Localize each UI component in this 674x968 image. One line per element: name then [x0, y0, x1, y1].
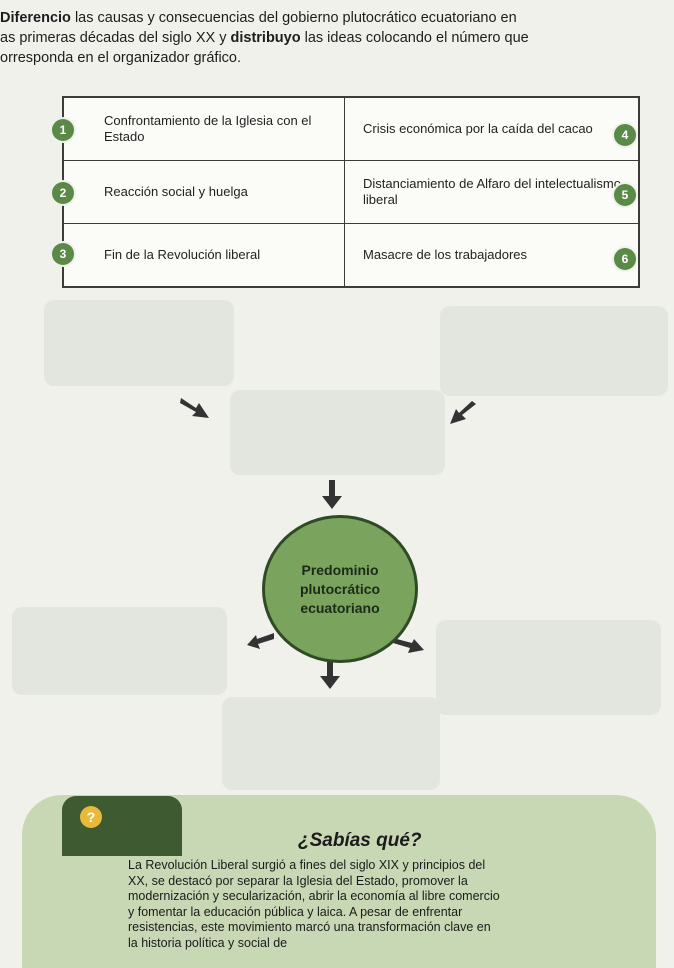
answer-box-mid-left[interactable] [12, 607, 227, 695]
answer-box-top-right[interactable] [440, 306, 668, 396]
arrow-down-lower-icon [320, 660, 340, 689]
arrow-left-icon [247, 633, 274, 649]
central-concept-line-3: ecuatoriano [300, 599, 380, 616]
option-2-text: Reacción social y huelga [62, 160, 345, 224]
option-5-text: Distanciamiento de Alfaro del intelectua… [344, 160, 640, 224]
option-3-number: 3 [52, 243, 74, 265]
answer-box-mid-right[interactable] [436, 620, 661, 715]
option-6-text: Masacre de los trabajadores [344, 223, 640, 288]
option-2-number: 2 [52, 182, 74, 204]
arrow-down-left-icon [450, 401, 476, 424]
did-you-know-line-5: resistencias, este movimiento marcó una … [128, 920, 491, 935]
option-4-text: Crisis económica por la caída del cacao [344, 96, 640, 161]
did-you-know-title: ¿Sabías qué? [298, 830, 422, 851]
options-table: Confrontamiento de la Iglesia con el Est… [62, 96, 640, 288]
answer-box-top-center[interactable] [230, 390, 445, 475]
central-concept: Predominio plutocrático ecuatoriano [262, 515, 418, 663]
arrow-right-icon [393, 638, 424, 653]
did-you-know-text: La Revolución Liberal surgió a fines del… [128, 858, 598, 952]
did-you-know-line-4: y fomentar la educación pública y laica.… [128, 904, 463, 919]
did-you-know-tab [62, 796, 182, 856]
did-you-know-line-6: la historia política y social de [128, 935, 288, 950]
instruction-text-2b: las ideas colocando el número que [300, 30, 529, 46]
did-you-know-line-1: La Revolución Liberal surgió a fines del… [128, 858, 486, 872]
instructions: Diferencio las causas y consecuencias de… [0, 8, 674, 68]
arrow-down-right-icon [180, 398, 209, 418]
answer-box-top-left[interactable] [44, 300, 234, 386]
answer-box-bottom[interactable] [222, 697, 440, 790]
central-concept-line-2: plutocrático [299, 580, 381, 597]
option-3-text: Fin de la Revolución liberal [62, 223, 345, 288]
instruction-verb-1: Diferencio [0, 10, 71, 26]
option-1-text: Confrontamiento de la Iglesia con el Est… [62, 96, 345, 161]
question-mark-icon: ? [80, 806, 102, 828]
instruction-verb-2: distribuyo [230, 30, 301, 46]
did-you-know-line-2: XX, se destacó por separar la Iglesia de… [128, 873, 468, 888]
option-6-number: 6 [614, 248, 636, 270]
central-concept-line-1: Predominio [301, 561, 379, 578]
instruction-text-1: las causas y consecuencias del gobierno … [70, 10, 517, 26]
instruction-text-2a: as primeras décadas del siglo XX y [0, 30, 231, 46]
instruction-text-3: orresponda en el organizador gráfico. [0, 50, 242, 66]
option-4-number: 4 [614, 124, 636, 146]
did-you-know-line-3: modernización y secularización, abrir la… [128, 889, 500, 904]
option-1-number: 1 [52, 119, 74, 141]
option-5-number: 5 [614, 184, 636, 206]
arrow-down-icon [322, 480, 342, 509]
